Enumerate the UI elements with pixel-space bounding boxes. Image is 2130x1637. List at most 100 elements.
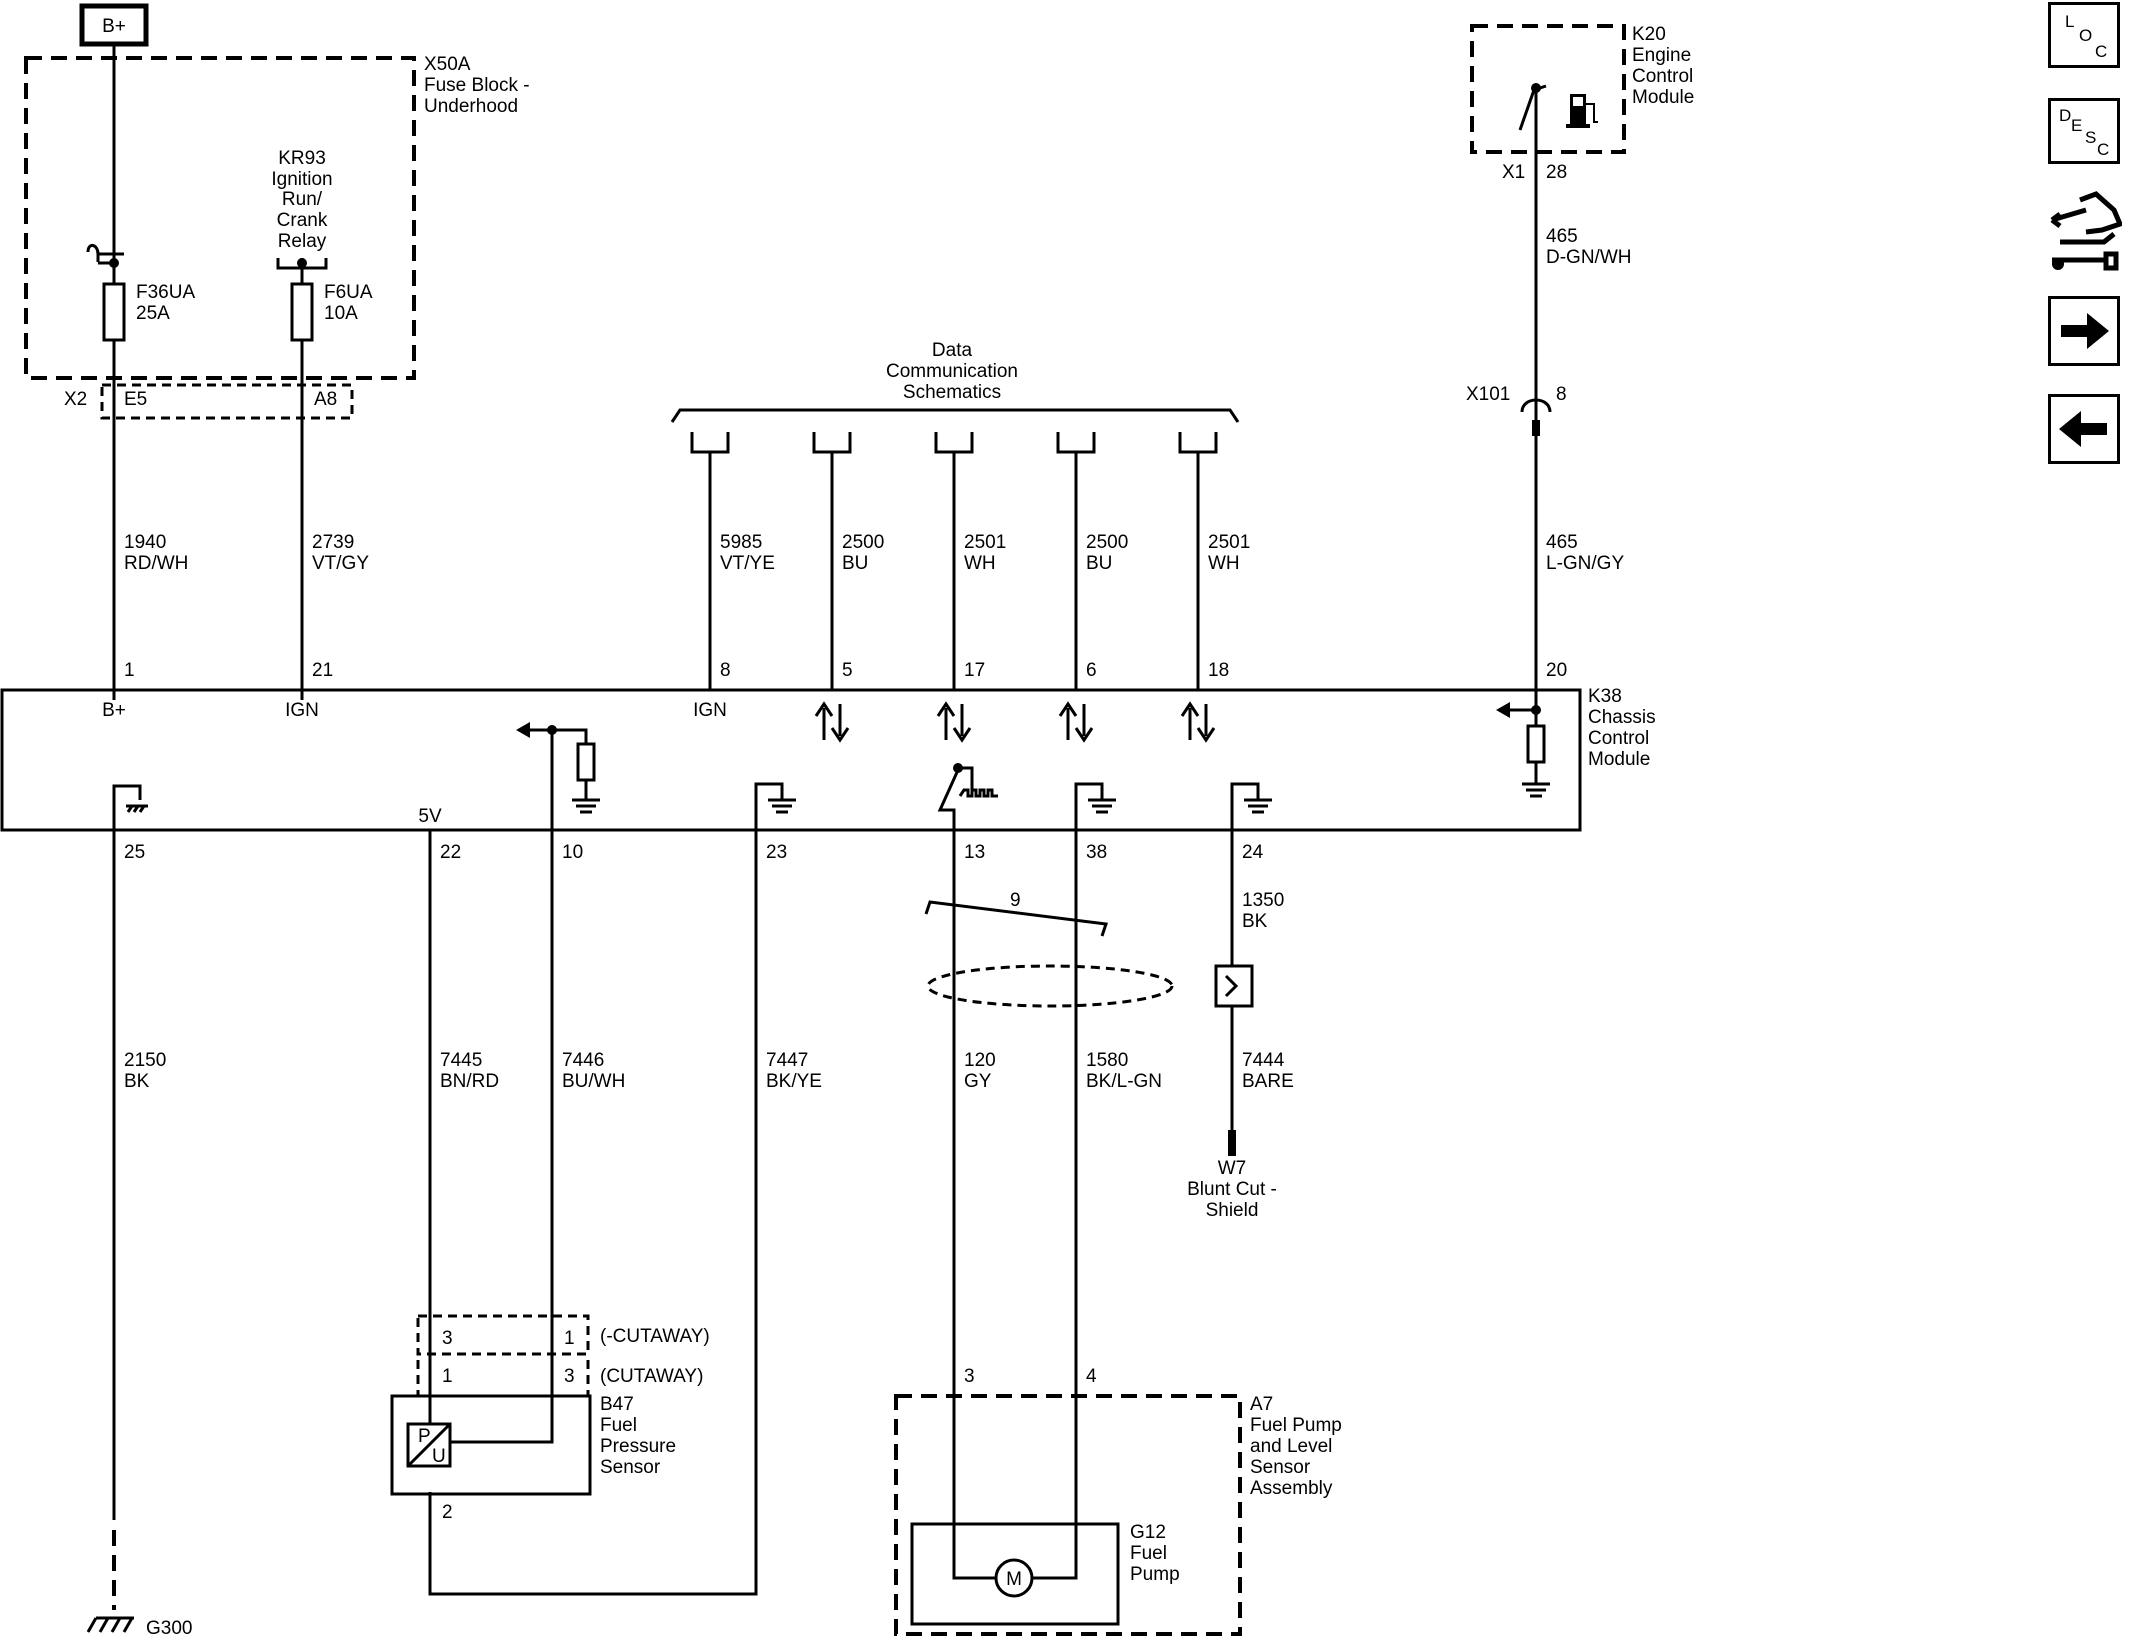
- pump-name-2: Pump: [1130, 1564, 1180, 1585]
- fuse-block-id: X50A: [424, 54, 471, 75]
- desc-letter-d: D: [2059, 106, 2071, 125]
- pump-assy-name-4: Assembly: [1250, 1478, 1333, 1499]
- ccm-pin-top-21: 21: [312, 660, 333, 681]
- sensor-name-1: Fuel: [600, 1415, 637, 1436]
- data-communication-bracket: Data Communication Schematics: [670, 340, 1240, 454]
- fuse-block-x50a: X50A Fuse Block - Underhood KR93 Ignitio…: [24, 44, 530, 700]
- shield-id: W7: [1218, 1158, 1247, 1179]
- ccm-input-pulldown: [1496, 700, 1550, 798]
- fuel-pump-icon: [1566, 94, 1598, 128]
- wire-1350-circuit: 1350: [1242, 890, 1284, 911]
- pump-name-1: Fuel: [1130, 1543, 1167, 1564]
- fuse1-rating: 25A: [136, 303, 170, 324]
- pump-pin-3: 3: [964, 1366, 975, 1387]
- ccm-pin-top-1: 1: [124, 660, 135, 681]
- ccm-pin-bottom-24: 24: [1242, 842, 1264, 863]
- ccm-name-2: Control: [1588, 728, 1649, 749]
- inline-id: X101: [1466, 384, 1510, 405]
- connector-info-button[interactable]: [2046, 190, 2124, 280]
- pump-assy-name-2: and Level: [1250, 1436, 1332, 1457]
- sensor-cutaway-neg: (-CUTAWAY): [600, 1326, 710, 1347]
- ccm-id: K38: [1588, 686, 1622, 707]
- ecm-k20: K20 Engine Control Module X1 28: [1470, 24, 1694, 420]
- wire-120-color: GY: [964, 1071, 992, 1092]
- desc-letter-e: E: [2071, 116, 2082, 135]
- data-comm-line-3: Schematics: [903, 382, 1001, 403]
- ccm-label-bplus: B+: [102, 700, 126, 721]
- ccm-name-3: Module: [1588, 749, 1650, 770]
- data-comm-line-1: Data: [932, 340, 973, 361]
- wire-7447-color: BK/YE: [766, 1071, 822, 1092]
- desc-letter-c: C: [2097, 140, 2109, 159]
- wire-7445-circuit: 7445: [440, 1050, 482, 1071]
- wire-7444-color: BARE: [1242, 1071, 1294, 1092]
- wire-465-top-circuit: 465: [1546, 226, 1578, 247]
- description-icon: D E S C: [2059, 106, 2109, 159]
- wire-7446-color: BU/WH: [562, 1071, 625, 1092]
- wire-2500a-color: BU: [842, 553, 868, 574]
- relay-name-2: Run/: [282, 189, 323, 210]
- inline-connector-x101: X101 8: [1466, 384, 1567, 436]
- location-button[interactable]: L O C: [2048, 2, 2120, 68]
- description-button[interactable]: D E S C: [2048, 98, 2120, 164]
- ecm-name-2: Control: [1632, 66, 1693, 87]
- fuse-connector-id: X2: [64, 389, 87, 410]
- sensor-name-3: Sensor: [600, 1457, 661, 1478]
- fuse-pin-e5: E5: [124, 389, 147, 410]
- chassis-control-module-k38: K38 Chassis Control Module 1 21 8 5 17 6…: [0, 660, 1656, 863]
- inline-pin: 8: [1556, 384, 1567, 405]
- ccm-label-5v: 5V: [418, 806, 442, 827]
- fuel-pressure-sensor-b47: (-CUTAWAY) 3 1 (CUTAWAY) 1 3 P U B47 Fue…: [390, 1314, 710, 1523]
- relay-name-3: Crank: [277, 210, 328, 231]
- sensor-symbol-u: U: [432, 1446, 446, 1467]
- bplus-label: B+: [102, 16, 126, 37]
- ecm-pin: 28: [1546, 162, 1567, 183]
- fuse-pin-a8: A8: [314, 389, 337, 410]
- shield-line-2: Shield: [1206, 1200, 1259, 1221]
- pump-assy-name-3: Sensor: [1250, 1457, 1311, 1478]
- ground-id: G300: [146, 1618, 192, 1637]
- pump-assy-name-1: Fuel Pump: [1250, 1415, 1342, 1436]
- wire-7446-circuit: 7446: [562, 1050, 604, 1071]
- wire-1580-circuit: 1580: [1086, 1050, 1128, 1071]
- ccm-pin-top-20: 20: [1546, 660, 1567, 681]
- desc-letter-s: S: [2085, 128, 2096, 147]
- ecm-id: K20: [1632, 24, 1666, 45]
- sensor-pin-a: 3: [442, 1328, 453, 1349]
- wire-2150-circuit: 2150: [124, 1050, 166, 1071]
- wire-5985-circuit: 5985: [720, 532, 762, 553]
- wire-2150-color: BK: [124, 1071, 150, 1092]
- wire-1580-color: BK/L-GN: [1086, 1071, 1162, 1092]
- wire-2500b-color: BU: [1086, 553, 1112, 574]
- sensor-name-2: Pressure: [600, 1436, 676, 1457]
- wire-7445-color: BN/RD: [440, 1071, 499, 1092]
- loc-letter-o: O: [2079, 26, 2092, 45]
- sensor-symbol-p: P: [418, 1426, 431, 1447]
- ccm-pin-top-18: 18: [1208, 660, 1229, 681]
- sensor-id: B47: [600, 1394, 634, 1415]
- ccm-pin-top-5: 5: [842, 660, 853, 681]
- motor-symbol: M: [1006, 1569, 1022, 1590]
- next-page-button[interactable]: [2048, 296, 2120, 366]
- relay-id: KR93: [278, 148, 326, 169]
- loc-letter-c: C: [2095, 42, 2107, 61]
- wire-1350-color: BK: [1242, 911, 1268, 932]
- ccm-pwm-driver: [937, 763, 998, 830]
- sensor-pin-e: 2: [442, 1502, 453, 1523]
- pump-assy-id: A7: [1250, 1394, 1273, 1415]
- twist-label: 9: [1010, 890, 1021, 911]
- fuse-block-name-2: Underhood: [424, 96, 518, 117]
- ecm-name-1: Engine: [1632, 45, 1691, 66]
- fuse1-name: F36UA: [136, 282, 195, 303]
- wire-120-circuit: 120: [964, 1050, 996, 1071]
- previous-page-button[interactable]: [2048, 394, 2120, 464]
- ccm-pin-bottom-22: 22: [440, 842, 461, 863]
- sensor-cutaway-pos: (CUTAWAY): [600, 1366, 703, 1387]
- wire-1940-circuit: 1940: [124, 532, 166, 553]
- ccm-pin-bottom-23: 23: [766, 842, 787, 863]
- data-arrows-icon: [814, 701, 1216, 743]
- data-comm-line-2: Communication: [886, 361, 1018, 382]
- connector-info-icon: [2050, 191, 2124, 271]
- pump-id: G12: [1130, 1522, 1166, 1543]
